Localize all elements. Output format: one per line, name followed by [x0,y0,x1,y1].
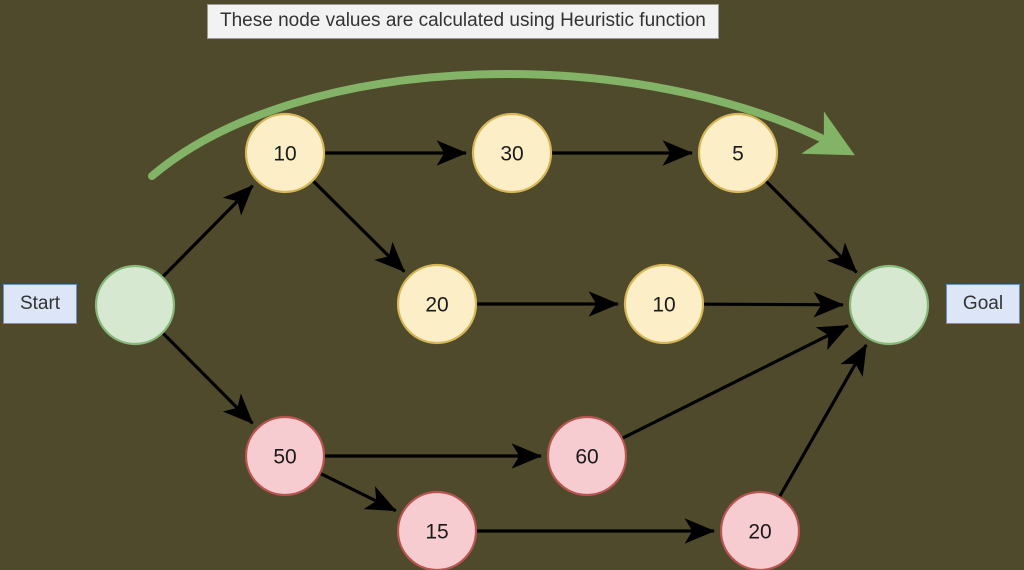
node-circle[interactable] [697,112,779,194]
node-goal[interactable] [848,264,930,346]
node-n50[interactable]: 50 [244,415,326,497]
highlight-path-arrow [148,69,855,180]
edge-layer [161,140,868,544]
node-circle[interactable] [94,264,176,346]
node-circle[interactable] [848,264,930,346]
goal-tag: Goal [946,284,1020,324]
node-circle[interactable] [396,490,478,570]
node-n20a[interactable]: 20 [396,263,478,345]
node-n5[interactable]: 5 [697,112,779,194]
node-circle[interactable] [546,415,628,497]
node-value-label: 50 [273,446,296,469]
node-layer: 10 30 5 20 10 50 60 15 20 [94,112,930,570]
node-value-label: 20 [748,521,771,544]
node-n30[interactable]: 30 [471,112,553,194]
edge-start-to-n10a [161,184,254,278]
node-value-label: 10 [273,143,296,166]
node-value-label: 30 [500,143,523,166]
heuristic-annotation-callout: These node values are calculated using H… [207,4,719,39]
edge-n50-to-n15 [320,472,397,513]
node-circle[interactable] [244,112,326,194]
node-n10a[interactable]: 10 [244,112,326,194]
node-n10b[interactable]: 10 [623,263,705,345]
edge-n10a-to-n20a [312,180,406,273]
edge-start-to-n50 [162,332,254,425]
node-circle[interactable] [623,263,705,345]
node-value-label: 60 [575,446,598,469]
edge-n60-to-goal [622,324,849,440]
node-value-label: 10 [652,294,675,317]
node-circle[interactable] [244,415,326,497]
highlight-curve [148,69,855,180]
edge-n20b-to-goal [778,344,868,498]
node-value-label: 5 [732,143,744,166]
edge-n10b-to-goal [703,291,844,318]
node-circle[interactable] [396,263,478,345]
node-n20b[interactable]: 20 [719,490,801,570]
node-circle[interactable] [471,112,553,194]
node-n15[interactable]: 15 [396,490,478,570]
node-circle[interactable] [719,490,801,570]
node-start[interactable] [94,264,176,346]
node-n60[interactable]: 60 [546,415,628,497]
node-value-label: 20 [425,294,448,317]
start-tag: Start [3,284,77,324]
edge-n5-to-goal [765,180,858,274]
node-value-label: 15 [425,521,448,544]
